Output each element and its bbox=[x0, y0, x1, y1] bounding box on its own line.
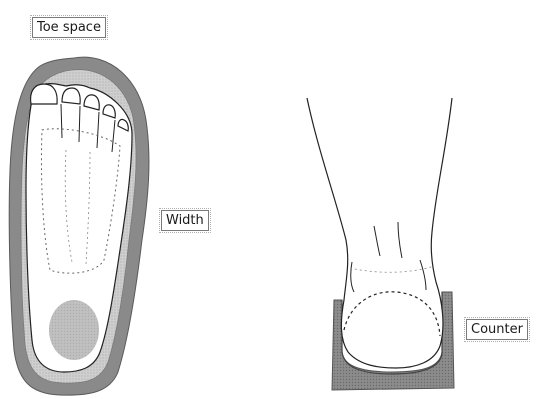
leg-and-heel bbox=[307, 98, 452, 368]
heel-pressure-spot bbox=[49, 300, 99, 360]
foot-top-view bbox=[9, 57, 149, 395]
heel-rear-view bbox=[307, 98, 454, 390]
